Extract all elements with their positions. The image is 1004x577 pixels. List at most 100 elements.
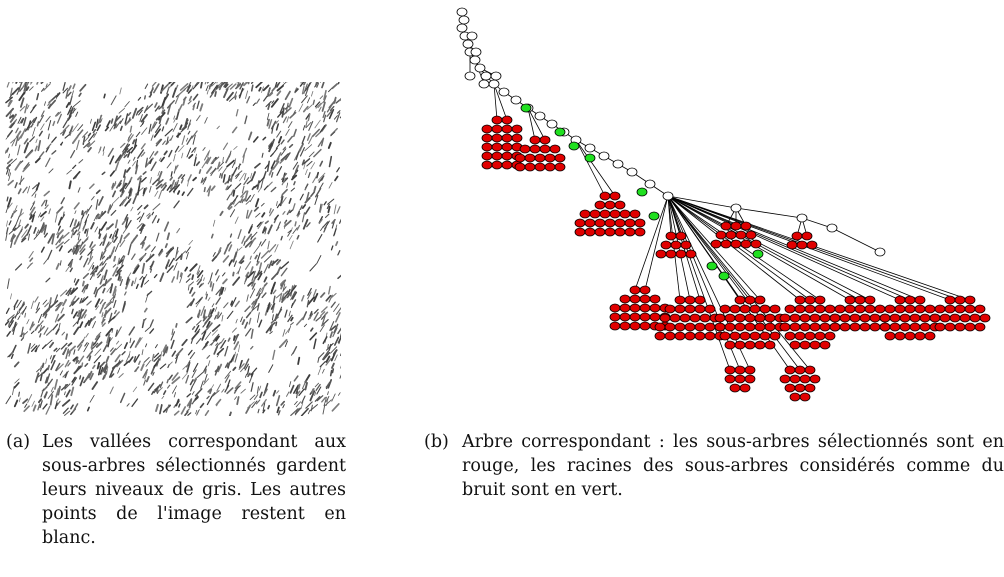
texture-stroke <box>171 87 177 98</box>
texture-stroke <box>30 106 35 114</box>
texture-stroke <box>147 214 152 220</box>
texture-stroke <box>135 159 139 168</box>
texture-stroke <box>322 336 328 345</box>
texture-stroke <box>149 319 154 327</box>
texture-stroke <box>69 218 74 228</box>
texture-stroke <box>93 272 96 277</box>
texture-stroke <box>43 391 48 399</box>
texture-stroke <box>111 234 115 243</box>
texture-stroke <box>49 394 54 406</box>
texture-stroke <box>181 338 188 347</box>
texture-stroke <box>18 219 22 228</box>
texture-stroke <box>36 368 40 373</box>
texture-stroke <box>251 282 256 290</box>
texture-stroke <box>35 138 38 144</box>
texture-stroke <box>142 151 145 156</box>
texture-stroke <box>187 89 192 94</box>
texture-stroke <box>261 292 267 299</box>
texture-stroke <box>34 296 39 303</box>
texture-stroke <box>12 205 18 215</box>
texture-stroke <box>233 334 239 345</box>
texture-stroke <box>46 373 51 384</box>
texture-stroke <box>200 274 204 281</box>
tree-node-noise-root <box>568 141 580 151</box>
texture-stroke <box>336 206 341 214</box>
texture-stroke <box>72 83 76 90</box>
texture-stroke <box>192 104 196 111</box>
texture-stroke <box>268 140 274 147</box>
texture-stroke <box>104 279 108 287</box>
texture-stroke <box>217 161 221 170</box>
texture-stroke <box>241 185 245 194</box>
texture-stroke <box>107 147 114 158</box>
tree-node-selected <box>739 304 751 314</box>
texture-stroke <box>226 379 231 389</box>
texture-stroke <box>192 134 196 145</box>
texture-stroke <box>314 194 319 205</box>
texture-stroke <box>269 92 274 97</box>
texture-stroke <box>47 378 53 387</box>
texture-stroke <box>263 95 268 102</box>
texture-stroke <box>142 187 146 195</box>
texture-stroke <box>81 296 89 303</box>
texture-stroke <box>224 374 230 383</box>
texture-stroke <box>105 327 113 337</box>
texture-stroke <box>255 399 261 405</box>
texture-stroke <box>47 390 54 399</box>
texture-stroke <box>294 407 302 415</box>
texture-stroke <box>261 152 264 158</box>
texture-stroke <box>180 272 183 278</box>
texture-stroke <box>219 339 226 349</box>
texture-stroke <box>57 229 64 236</box>
tree-node-selected <box>864 295 876 305</box>
texture-stroke <box>303 82 307 86</box>
texture-stroke <box>137 175 142 181</box>
tree-node-selected <box>649 303 661 313</box>
texture-stroke <box>119 125 123 132</box>
texture-stroke <box>100 118 103 123</box>
texture-stroke <box>153 274 158 279</box>
texture-stroke <box>132 139 136 145</box>
texture-stroke <box>141 242 146 249</box>
texture-stroke <box>253 184 258 189</box>
texture-stroke <box>294 221 297 227</box>
texture-stroke <box>157 180 161 185</box>
texture-stroke <box>234 300 240 308</box>
texture-stroke <box>310 191 316 198</box>
texture-stroke <box>81 280 85 287</box>
texture-stroke <box>149 328 155 334</box>
tree-node-selected <box>914 304 926 314</box>
texture-stroke <box>323 114 327 123</box>
texture-stroke <box>128 198 132 203</box>
texture-stroke <box>226 159 235 168</box>
texture-stroke <box>279 292 283 303</box>
texture-stroke <box>187 273 192 278</box>
texture-stroke <box>235 173 240 179</box>
tree-edge <box>667 195 811 371</box>
texture-stroke <box>71 308 74 315</box>
texture-stroke <box>329 331 333 339</box>
texture-stroke <box>91 264 95 270</box>
texture-stroke <box>279 195 284 207</box>
texture-stroke <box>288 143 294 149</box>
tree-node-selected <box>799 322 811 332</box>
texture-stroke <box>283 107 292 116</box>
texture-stroke <box>54 313 60 323</box>
texture-stroke <box>226 91 234 101</box>
texture-stroke <box>165 404 170 413</box>
texture-stroke <box>39 324 42 332</box>
tree-node-selected <box>764 313 776 323</box>
texture-stroke <box>305 169 308 175</box>
texture-stroke <box>257 408 260 414</box>
texture-stroke <box>187 100 192 105</box>
texture-stroke <box>72 403 79 413</box>
texture-stroke <box>13 118 18 124</box>
texture-stroke <box>321 396 327 403</box>
texture-stroke <box>218 247 222 253</box>
texture-stroke <box>177 190 181 195</box>
texture-stroke <box>209 388 213 395</box>
texture-stroke <box>56 230 60 235</box>
texture-stroke <box>104 126 110 132</box>
texture-stroke <box>306 97 311 104</box>
tree-node-selected <box>629 303 641 313</box>
